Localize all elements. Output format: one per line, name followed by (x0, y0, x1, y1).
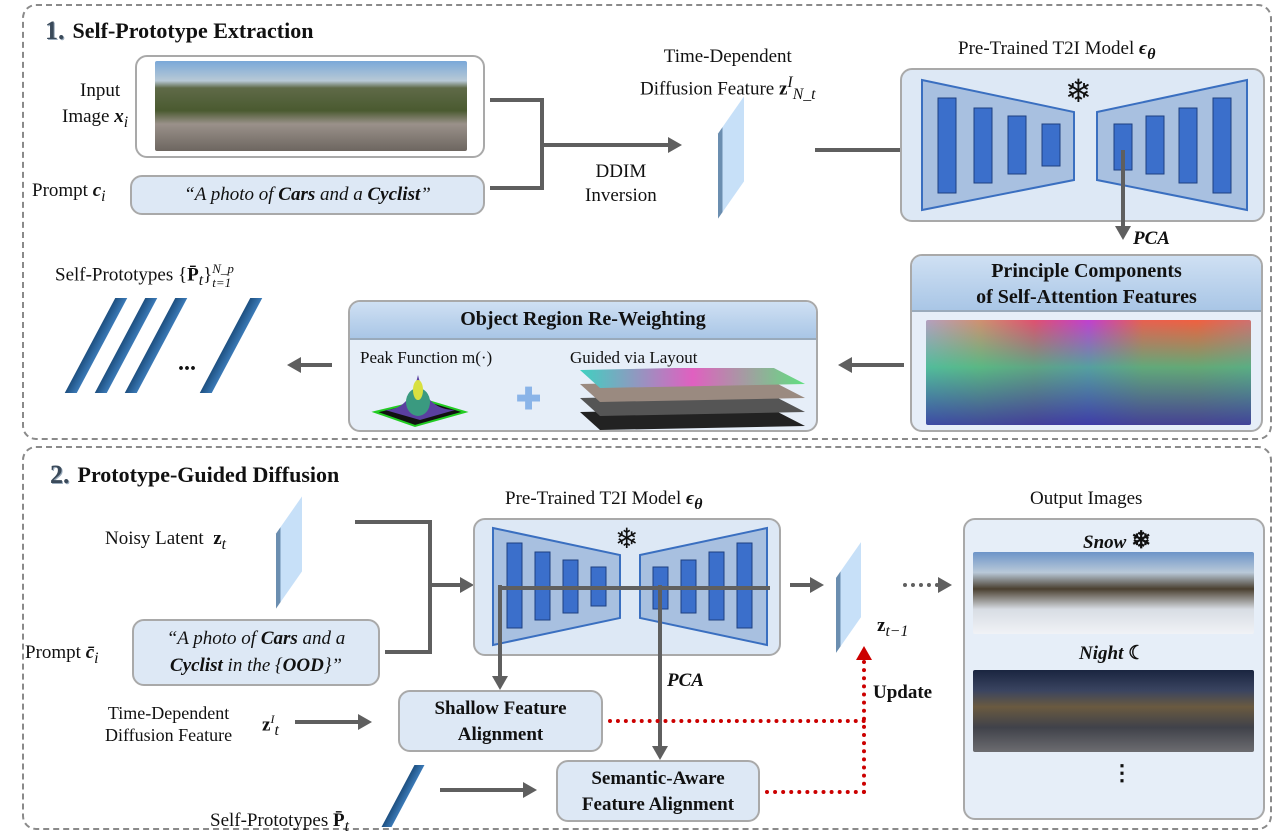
night-label: Night ☾ (1079, 643, 1146, 664)
tdf-var: zIt (262, 712, 279, 740)
noisy-latent-label: Noisy Latent zt (105, 528, 227, 553)
prompt-label: Prompt ci (32, 180, 106, 205)
night-icon: ☾ (1128, 643, 1146, 664)
prompt-box: “A photo of Cars and a Cyclist” (130, 175, 485, 215)
input-image-frame (135, 55, 485, 158)
model-title: Pre-Trained T2I Model ϵθ (958, 38, 1156, 63)
object-region-reweighting-box: Object Region Re-Weighting Peak Function… (348, 300, 818, 432)
night-output-image (973, 670, 1254, 752)
output-images-box: Snow ❄ Night ☾ ⋮ (963, 518, 1265, 820)
snow-icon: ❄ (1131, 528, 1152, 554)
pca-heatmap (926, 320, 1251, 425)
unet-diagram (921, 78, 1248, 212)
unet-model-box-2: ❄ (473, 518, 781, 656)
pca2-label: PCA (667, 670, 704, 691)
snow-output-image (973, 552, 1254, 634)
peak-function-plot (371, 375, 469, 428)
section-self-prototype-extraction (22, 4, 1272, 440)
pca-label: PCA (1133, 228, 1170, 249)
output-images-title: Output Images (1030, 488, 1143, 509)
section-number: 1. (45, 16, 65, 45)
unet-diagram-2 (492, 526, 770, 647)
prompt2-label: Prompt c̄i (25, 642, 99, 667)
frozen-snowflake-icon: ❄ (615, 524, 639, 555)
section2-title: 2.Prototype-Guided Diffusion (50, 460, 340, 489)
section-title-text: Self-Prototype Extraction (72, 18, 314, 43)
self-prototypes2-label: Self-Prototypes P̄t (210, 810, 349, 835)
input-image-label: Image xi (62, 106, 129, 131)
peak-function-label: Peak Function m(·) (360, 348, 493, 367)
section1-title: 1. Self-Prototype Extraction (45, 16, 313, 46)
zt-1-label: zt−1 (877, 615, 909, 640)
input-label: Input (80, 80, 121, 101)
frozen-snowflake-icon: ❄ (1065, 73, 1092, 109)
guided-layout-label: Guided via Layout (570, 348, 698, 367)
snow-label: Snow ❄ (1083, 528, 1152, 554)
orr-header: Object Region Re-Weighting (350, 302, 816, 340)
plus-icon: ✚ (516, 383, 542, 416)
layout-feature-stack (580, 368, 805, 430)
ellipsis: ... (178, 350, 196, 376)
more-outputs-ellipsis: ⋮ (1111, 760, 1133, 785)
section-prototype-guided-diffusion (22, 446, 1272, 830)
unet-model-box: ❄ (900, 68, 1265, 222)
model2-title: Pre-Trained T2I Model ϵθ (505, 488, 703, 513)
input-street-image (155, 61, 467, 151)
update-label: Update (873, 682, 933, 703)
